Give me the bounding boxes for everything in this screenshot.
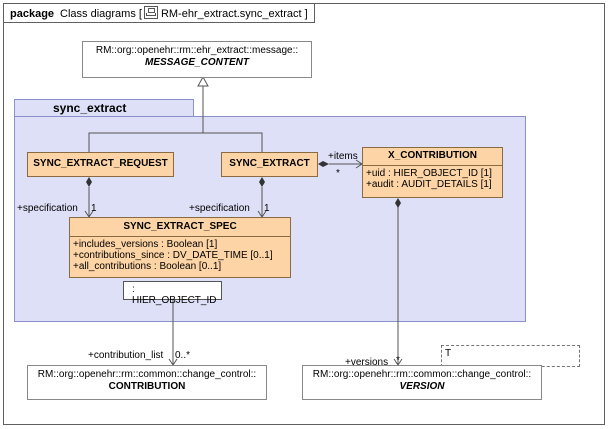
class-diagram-icon — [143, 6, 158, 19]
class-sync-extract-request[interactable]: SYNC_EXTRACT_REQUEST — [27, 152, 174, 177]
qualifier-box[interactable]: : HIER_OBJECT_ID — [123, 281, 222, 306]
sync-extract-request-name: SYNC_EXTRACT_REQUEST — [33, 158, 168, 169]
message-content-qualifier: RM::org::openehr::rm::ehr_extract::messa… — [95, 45, 299, 56]
spec-role-left-label: +specification — [17, 203, 78, 214]
message-content-name: MESSAGE_CONTENT — [145, 57, 249, 68]
items-multiplicity-label: * — [336, 168, 340, 179]
request-spec-diamond — [86, 177, 92, 187]
package-name: sync_extract — [53, 101, 127, 115]
class-sync-extract[interactable]: SYNC_EXTRACT — [221, 152, 318, 177]
template-parameter-label: T — [445, 348, 452, 359]
contribution-list-multiplicity-label: 0..* — [175, 350, 191, 361]
items-composition-diamond — [318, 161, 329, 167]
class-sync-extract-spec[interactable]: SYNC_EXTRACT_SPEC +includes_versions : B… — [69, 217, 291, 278]
spec-role-right-label: +specification — [189, 203, 250, 214]
frame-title-prefix: Class diagrams [ — [60, 8, 142, 20]
generalization-lines — [88, 86, 263, 152]
contribution-qualifier: RM::org::openehr::rm::common::change_con… — [37, 369, 257, 380]
contribution-list-role-label: +contribution_list — [88, 350, 164, 361]
frame-keyword: package — [10, 8, 55, 20]
extract-spec-diamond — [259, 177, 265, 187]
attribute-row: +contributions_since : DV_DATE_TIME [0..… — [73, 250, 273, 261]
generalization-arrowhead — [197, 75, 209, 87]
x-contribution-name: X_CONTRIBUTION — [388, 150, 477, 161]
version-qualifier: RM::org::openehr::rm::common::change_con… — [312, 369, 532, 380]
frame-diagram-name: RM-ehr_extract.sync_extract — [160, 8, 302, 20]
version-name: VERSION — [399, 381, 445, 392]
sync-extract-spec-attributes: +includes_versions : Boolean [1] +contri… — [70, 236, 290, 274]
spec-multiplicity-right-label: 1 — [264, 203, 270, 214]
class-x-contribution[interactable]: X_CONTRIBUTION +uid : HIER_OBJECT_ID [1]… — [362, 147, 503, 198]
sync-extract-name: SYNC_EXTRACT — [229, 158, 310, 169]
versions-multiplicity-label: * — [396, 355, 400, 366]
class-message-content[interactable]: RM::org::openehr::rm::ehr_extract::messa… — [82, 41, 312, 78]
x-contribution-attributes: +uid : HIER_OBJECT_ID [1] +audit : AUDIT… — [363, 165, 502, 192]
template-parameter-box[interactable]: T — [441, 345, 580, 367]
versions-diamond — [395, 198, 401, 208]
diagram-frame-title: package Class diagrams [ RM-ehr_extract.sy… — [3, 3, 315, 23]
spec-multiplicity-left-label: 1 — [91, 203, 97, 214]
attribute-row: +includes_versions : Boolean [1] — [73, 239, 218, 250]
attribute-row: +all_contributions : Boolean [0..1] — [73, 261, 222, 272]
class-version[interactable]: RM::org::openehr::rm::common::change_con… — [302, 365, 542, 400]
attribute-row: +audit : AUDIT_DETAILS [1] — [366, 179, 492, 190]
attribute-row: +uid : HIER_OBJECT_ID [1] — [366, 168, 492, 179]
sync-extract-spec-name: SYNC_EXTRACT_SPEC — [123, 221, 237, 232]
versions-role-label: +versions — [345, 357, 389, 368]
class-contribution[interactable]: RM::org::openehr::rm::common::change_con… — [27, 365, 267, 400]
contribution-name: CONTRIBUTION — [108, 381, 186, 392]
frame-title-suffix: ] — [304, 8, 308, 20]
qualifier-label: : HIER_OBJECT_ID — [132, 284, 217, 306]
items-role-label: +items — [328, 151, 358, 162]
